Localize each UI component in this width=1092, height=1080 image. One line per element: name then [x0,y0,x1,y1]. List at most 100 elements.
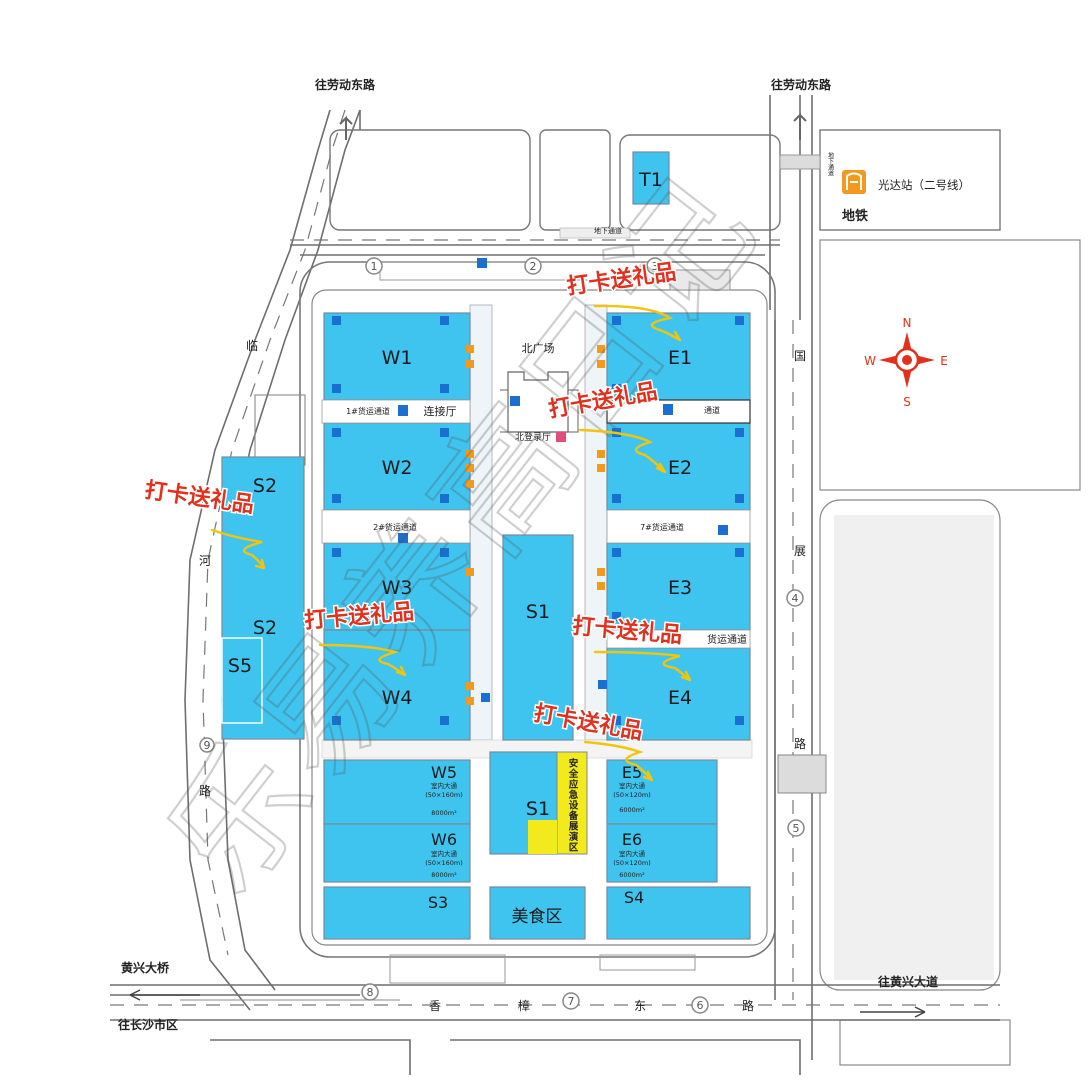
road-north-left: 往劳动东路 [315,77,376,92]
gate-6[interactable]: 6 [691,996,709,1014]
gate-7[interactable]: 7 [562,992,580,1010]
passage-1: 1#货运通道 [346,406,390,416]
hall-e5-label: E5 [622,763,642,782]
compass-s: S [903,395,911,409]
underpass-top: 地下通道 [594,226,622,235]
service-icon [466,345,605,705]
hall-w6-size: (50×160m) [425,859,463,867]
hall-e6-type: 室内大通 [619,849,646,858]
road-bridge: 黄兴大桥 [121,960,170,975]
road-east-2: 展 [794,544,806,558]
road-west-2: 河 [199,554,211,568]
hall-w2-label: W2 [382,457,413,479]
elevator-icon [398,405,408,416]
gate-4[interactable]: 4 [786,589,804,607]
gate-9[interactable]: 9 [199,737,215,753]
passage-5: 货运通道 [707,633,747,646]
road-labels: 往劳动东路 往劳动东路 地下通道 临 河 路 国 展 路 香 樟 东 路 黄兴大… [118,77,938,1032]
gate-8[interactable]: 8 [361,983,379,1001]
registration-hall-outline [507,371,569,433]
hall-w5[interactable] [323,759,471,825]
road-to-changsha: 往长沙市区 [118,1017,178,1032]
hall-t1-label: T1 [638,169,663,191]
metro-label: 地铁 [842,208,868,224]
svg-text:8: 8 [367,986,374,999]
hall-e3[interactable] [606,542,751,631]
hall-s3[interactable] [323,886,471,940]
interior-corridors [321,304,753,759]
hall-s4-label: S4 [624,888,644,907]
road-south-1: 香 [429,999,441,1013]
hall-food-label: 美食区 [512,907,563,927]
hall-e6-label: E6 [622,830,642,849]
road-south-3: 东 [634,999,646,1013]
facility-icons [332,258,744,725]
svg-text:5: 5 [793,822,800,835]
road-to-huangxing: 往黄兴大道 [878,974,938,989]
restroom-icon [332,258,744,725]
gate-3[interactable]: 3 [646,257,664,275]
hall-e5-type: 室内大通 [619,781,646,790]
hall-s1-bottom-label: S1 [526,798,550,820]
hall-s5-label: S5 [228,655,252,677]
north-arrow-right-icon [793,112,807,140]
hall-s4[interactable] [606,886,751,940]
road-east-3: 路 [794,736,806,751]
hall-s5[interactable] [221,637,263,724]
hall-w5-label: W5 [431,763,457,782]
hall-e2-label: E2 [668,457,692,479]
registration-badge-icon [556,432,566,442]
hall-w5-size: (50×160m) [425,791,463,799]
hall-e6-area: 6000m² [619,871,645,879]
compass-n: N [903,316,912,330]
metro-station-label: 光达站（二号线） [878,178,970,192]
hall-e4-label: E4 [668,687,692,709]
svg-text:2: 2 [530,260,537,273]
hall-e2[interactable] [606,422,751,511]
hall-s2-bottom-label: S2 [253,617,277,639]
svg-text:4: 4 [792,592,799,605]
gate-2[interactable]: 2 [524,257,542,275]
metro-station: 光达站（二号线） 地铁 地下通道 [827,151,971,224]
hall-food[interactable] [489,886,586,940]
north-plaza: 北广场 北登录厅 [500,341,579,443]
hall-s1-top[interactable] [502,534,574,741]
metro-underpass-label: 地下通道 [827,151,834,177]
registration-label: 北登录厅 [515,432,551,443]
hall-w1-label: W1 [382,347,413,369]
road-north-right: 往劳动东路 [771,77,832,92]
hall-e3-label: E3 [668,577,692,599]
hall-t1[interactable] [632,151,670,205]
hall-e4[interactable] [606,647,751,741]
hall-s3-label: S3 [428,893,448,912]
hall-w5-area: 8000m² [431,809,457,817]
elevator-icon-7 [718,525,728,535]
hall-w6-area: 8000m² [431,871,457,879]
gate-1[interactable]: 1 [365,257,383,275]
road-south-2: 樟 [518,998,530,1013]
road-south-4: 路 [742,998,754,1013]
passage-6: 通道 [704,405,720,415]
gate-5[interactable]: 5 [787,819,805,837]
road-west-3: 路 [199,783,211,798]
road-west-1: 临 [246,339,258,353]
hall-e5-size: (50×120m) [613,791,651,799]
compass-e: E [940,354,948,368]
hall-w3[interactable] [323,542,471,631]
safety-zone[interactable] [556,751,588,855]
entry-gates: 1 2 3 4 5 6 7 8 9 [199,257,805,1014]
north-arrow-left-icon [339,115,353,140]
hall-w6[interactable] [323,823,471,883]
hall-w3-label: W3 [382,577,413,599]
hall-w5-type: 室内大通 [431,781,458,790]
svg-text:1: 1 [371,260,378,273]
elevator-icon-6 [663,404,673,415]
svg-text:7: 7 [568,995,575,1008]
arrow-left-icon [129,989,200,1001]
road-network [110,95,1081,1075]
arrow-right-icon [860,1006,926,1018]
info-icon [510,396,520,406]
compass-w: W [864,354,876,368]
north-square-label: 北广场 [522,341,555,355]
hall-e6[interactable] [606,823,718,883]
